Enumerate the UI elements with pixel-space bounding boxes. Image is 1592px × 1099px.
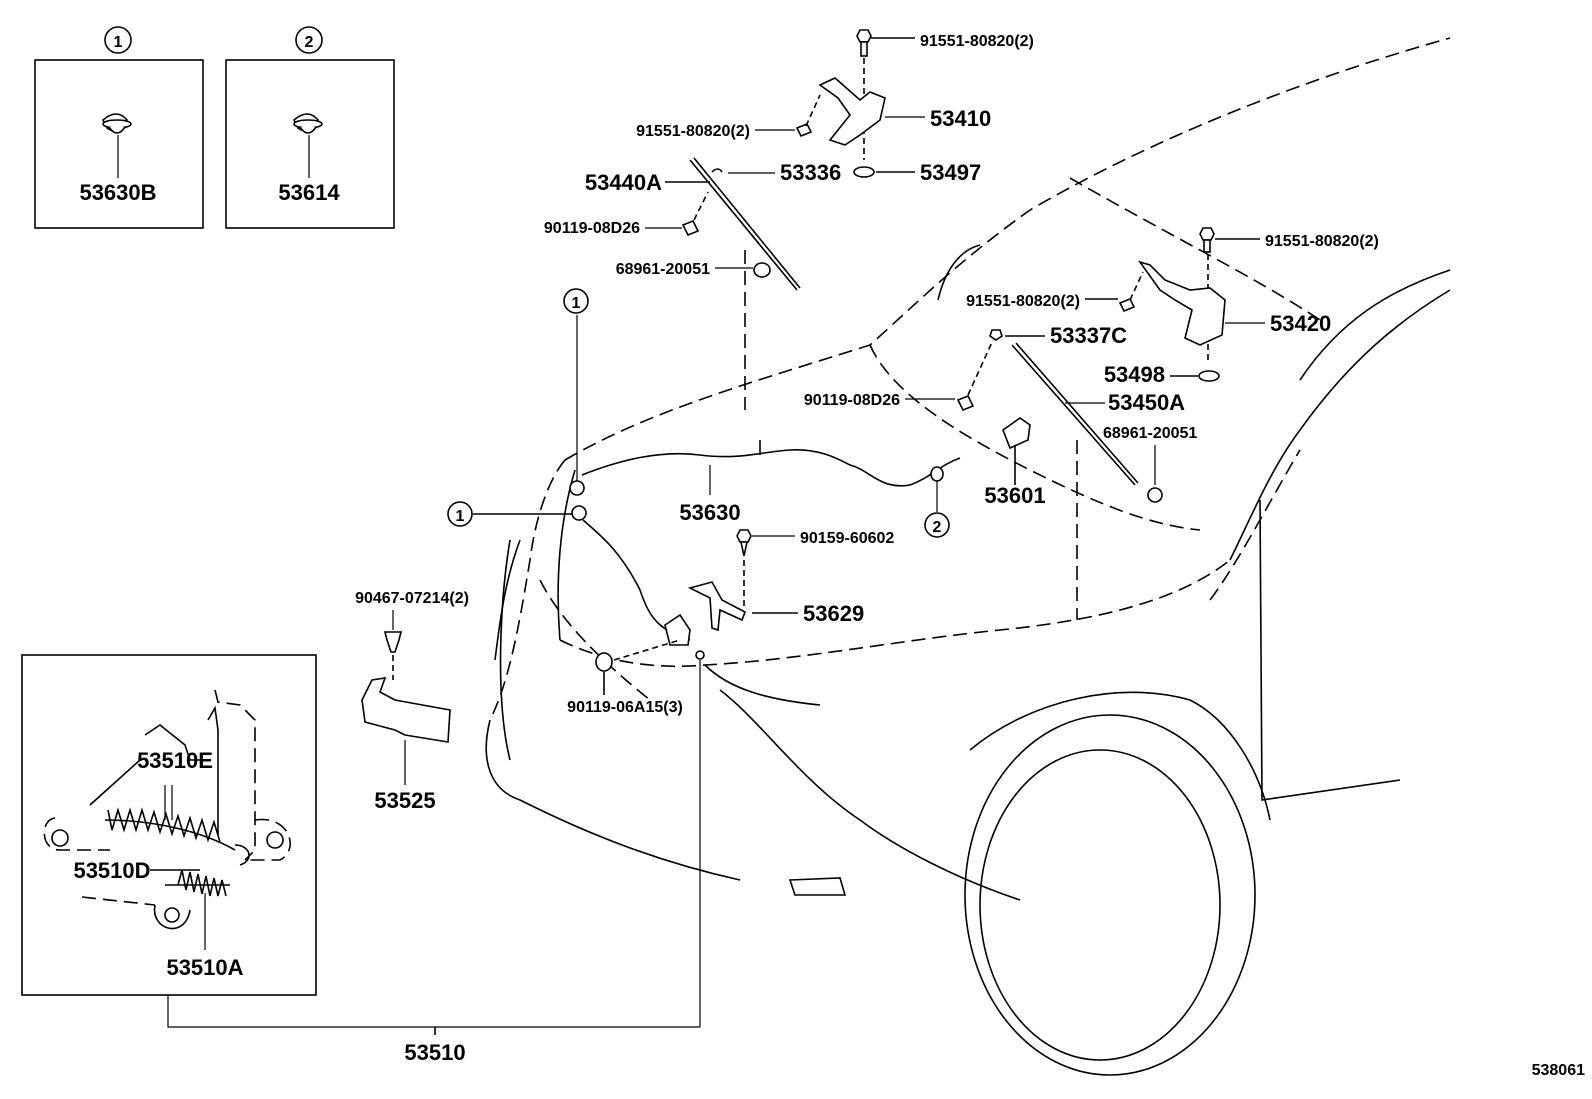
bolt-icon [681,219,700,237]
inset-frame [21,654,317,996]
inset-frame [34,59,204,229]
bolt-icon [856,29,872,43]
washer-icon [1198,370,1220,382]
callout-number: 1 [456,508,465,525]
cable-icon-53630 [581,449,961,487]
part-label: 53498 [1104,362,1165,387]
hinge-icon-53410 [818,77,886,146]
lever-icon-53601 [1002,417,1031,450]
bolt-icon [956,394,975,412]
bracket-53629-group: 90159-60602 53629 [687,529,894,632]
clip-icon-53630b [102,113,132,178]
clip-icon [989,329,1003,341]
clip-icon [383,631,403,653]
part-label: 90119-08D26 [804,392,900,409]
vehicle-outline [485,37,1451,1076]
connector-marker [930,466,944,482]
lock-icon [664,613,691,646]
part-label: 53510 [404,1040,465,1065]
part-label: 53525 [374,788,435,813]
strut-icon-53450a [1011,344,1136,486]
bolt-icon [795,122,813,138]
part-label: 53336 [780,160,841,185]
part-label: 53440A [585,170,662,195]
cushion-icon [1147,487,1163,503]
clip-icon-53614 [293,113,323,178]
bracket-icon-53525 [361,677,451,743]
inset-box-1: 1 53630B [34,26,204,229]
part-label: 90119-06A15(3) [567,699,683,716]
part-label: 53497 [920,160,981,185]
bolt-icon [1118,297,1136,313]
part-label: 90467-07214(2) [355,590,469,607]
callout-circle-1 [104,26,132,54]
inset-box-2: 2 53614 [225,26,395,229]
part-label: 53510A [166,955,243,980]
bolt-icon [1199,227,1215,241]
part-label: 53630 [679,500,740,525]
callout-number: 1 [572,295,581,312]
screw-icon [736,529,752,543]
inset-frame [225,59,395,229]
bracket-53525-group: 90467-07214(2) 53525 [355,590,469,813]
lock-group: 90119-06A15(3) [567,613,705,1027]
diagram-reference-code: 538061 [1532,1062,1585,1079]
bolt-icon [595,652,613,672]
part-label: 53450A [1108,390,1185,415]
callout-circle-2 [295,26,323,54]
part-label: 53410 [930,106,991,131]
cable-group: 53630 1 1 2 [447,288,961,641]
part-label: 53629 [803,601,864,626]
strut-right-group: 53337C 53450A 90119-08D26 68961-20051 53… [804,323,1197,620]
callout-circle-1 [447,501,473,527]
part-label: 91551-80820(2) [966,293,1080,310]
bracket-icon-53629 [687,581,746,632]
part-label: 53510D [73,858,150,883]
part-label: 53420 [1270,311,1331,336]
hinge-left-group: 91551-80820(2) 53410 91551-80820(2) 5349… [636,29,1034,185]
callout-circle-1 [563,288,589,314]
callout-number: 2 [305,34,314,51]
part-label: 68961-20051 [1103,425,1197,442]
part-label: 91551-80820(2) [636,123,750,140]
connector-marker [571,505,587,521]
part-label: 90119-08D26 [544,220,640,237]
part-label: 91551-80820(2) [1265,233,1379,250]
assembly-bracket: 53510 [167,995,700,1065]
connector-marker [569,480,585,496]
lock-detail-inset: 53510E 53510D 53510A [21,654,317,996]
part-label: 53337C [1050,323,1127,348]
hinge-icon-53420 [1137,260,1226,346]
callout-circle-2 [924,512,950,538]
part-label: 53601 [984,483,1045,508]
part-label: 68961-20051 [616,261,710,278]
part-label: 90159-60602 [800,530,894,547]
part-label: 91551-80820(2) [920,33,1034,50]
hinge-right-group: 91551-80820(2) 53420 91551-80820(2) 5349… [966,227,1379,387]
spring-icon [177,869,227,897]
part-label: 53510E [137,748,213,773]
clip-icon [711,168,723,173]
cushion-icon [753,262,771,278]
part-label-53630b: 53630B [79,180,156,205]
washer-icon [853,166,875,178]
callout-number: 2 [933,519,942,536]
strut-left-group: 53336 53440A 90119-08D26 68961-20051 [544,157,841,410]
callout-number: 1 [114,34,123,51]
part-label-53614: 53614 [278,180,340,205]
